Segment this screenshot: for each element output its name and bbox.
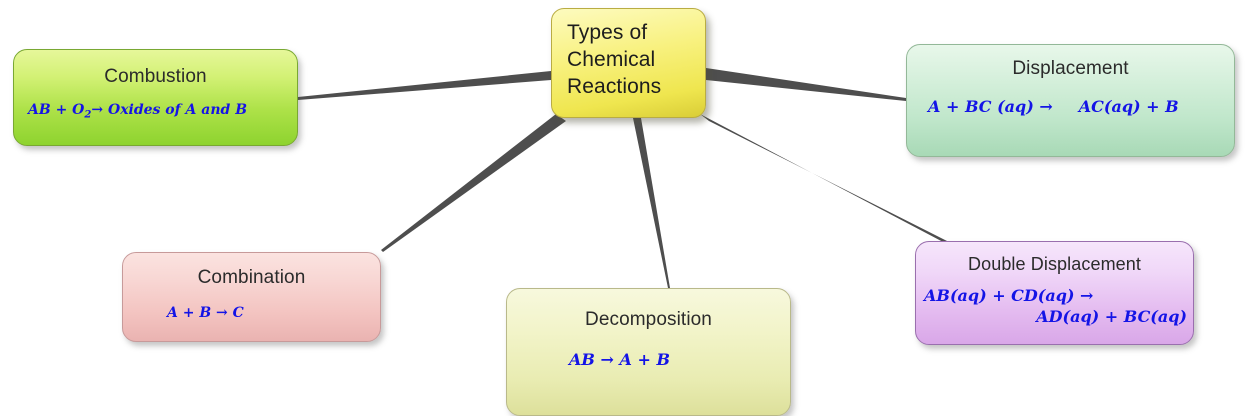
hub-title-line-2: Chemical bbox=[567, 47, 656, 71]
hub-title-line-1: Types of bbox=[567, 21, 648, 44]
decomposition-title: Decomposition bbox=[585, 309, 712, 330]
node-displacement[interactable]: Displacement A + BC (aq) → AC(aq) + B bbox=[906, 44, 1235, 157]
displacement-formula: A + BC (aq) → AC(aq) + B bbox=[928, 97, 1179, 116]
combustion-formula-pre: AB + O bbox=[28, 102, 85, 118]
double-displacement-formula-line-1: AB(aq) + CD(aq) → bbox=[924, 286, 1094, 305]
combination-title: Combination bbox=[197, 267, 306, 288]
displacement-formula-right: AC(aq) + B bbox=[1078, 97, 1179, 116]
combustion-formula: AB + O2→ Oxides of A and B bbox=[28, 102, 247, 121]
combustion-formula-subscript: 2 bbox=[84, 109, 92, 121]
decomposition-formula: AB → A + B bbox=[569, 350, 670, 369]
combination-formula: A + B → C bbox=[167, 305, 244, 321]
connector-hub-to-displacement bbox=[706, 68, 906, 101]
connector-hub-to-combination bbox=[381, 114, 566, 252]
node-combustion[interactable]: Combustion AB + O2→ Oxides of A and B bbox=[13, 49, 298, 146]
node-combination[interactable]: Combination A + B → C bbox=[122, 252, 381, 342]
double-displacement-title: Double Displacement bbox=[968, 254, 1141, 274]
double-displacement-formula: AB(aq) + CD(aq) → AD(aq) + BC(aq) bbox=[924, 286, 1187, 326]
combustion-formula-post: → Oxides of A and B bbox=[91, 102, 248, 118]
displacement-formula-left: A + BC (aq) → bbox=[928, 97, 1053, 116]
connector-hub-to-decomposition bbox=[633, 118, 670, 288]
node-decomposition[interactable]: Decomposition AB → A + B bbox=[506, 288, 791, 416]
node-types-of-chemical-reactions[interactable]: Types of Chemical Reactions bbox=[551, 8, 706, 118]
hub-title-line-3: Reactions bbox=[567, 74, 662, 98]
node-double-displacement[interactable]: Double Displacement AB(aq) + CD(aq) → AD… bbox=[915, 241, 1194, 345]
displacement-title: Displacement bbox=[1012, 58, 1129, 79]
hub-title: Types of Chemical Reactions bbox=[552, 9, 705, 101]
double-displacement-formula-line-2: AD(aq) + BC(aq) bbox=[1036, 307, 1187, 326]
combustion-title: Combustion bbox=[104, 66, 207, 87]
connector-hub-to-combustion bbox=[298, 71, 551, 100]
